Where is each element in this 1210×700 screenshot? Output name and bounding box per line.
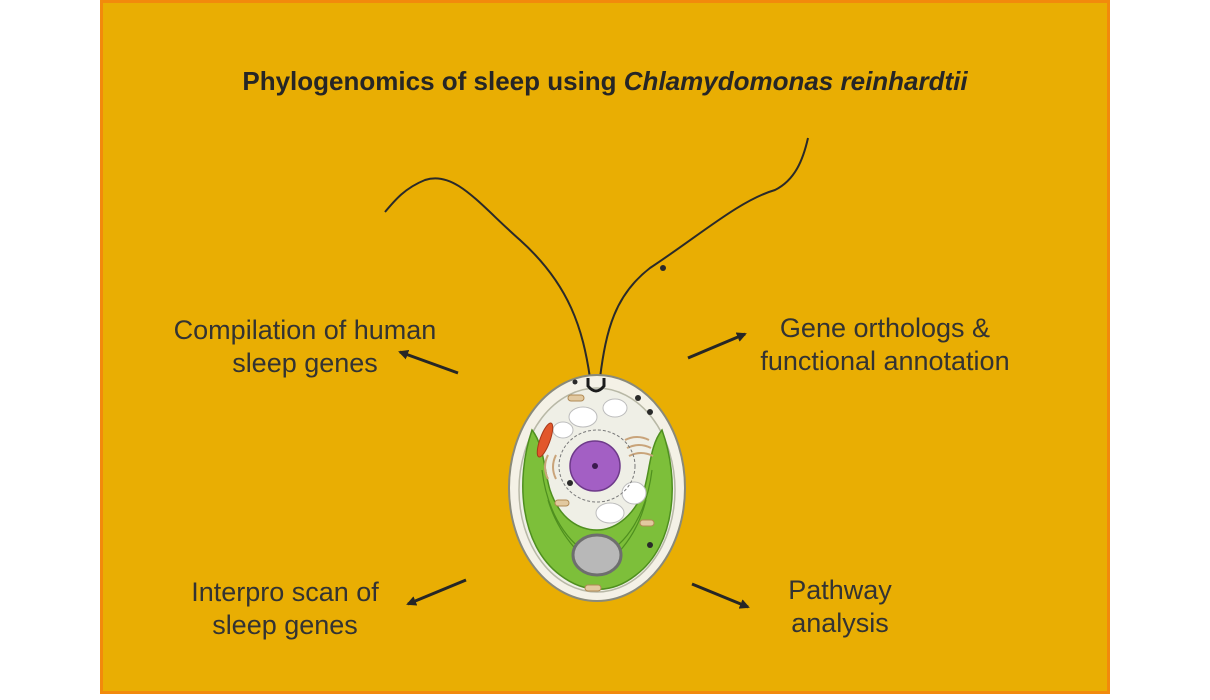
label-top-left: Compilation of human sleep genes [150,314,460,380]
arrow-top-right [687,332,747,360]
diagram-title: Phylogenomics of sleep using Chlamydomon… [0,66,1210,97]
mitochondrion [554,499,570,507]
title-species: Chlamydomonas reinhardtii [623,66,968,96]
granule [567,480,573,486]
label-top-right: Gene orthologs & functional annotation [735,312,1035,378]
title-text: Phylogenomics of sleep using [242,66,624,96]
vacuole [602,398,628,418]
flagellum-marker [660,265,666,271]
label-line: analysis [791,608,889,638]
label-line: Compilation of human [173,315,437,345]
chloroplast [522,428,673,590]
granule [572,379,578,385]
right-flagellum [599,137,809,379]
label-line: Gene orthologs & [779,313,991,343]
eyespot [536,422,554,458]
vacuole [552,421,574,439]
left-flagellum [384,177,591,379]
label-line: sleep genes [232,348,378,378]
arrow-bottom-left [406,578,467,606]
golgi [544,454,557,480]
arrow-top-left [398,350,459,375]
granule [635,395,641,401]
endoplasmic-reticulum [558,429,636,503]
mitochondrion [639,519,655,527]
label-bottom-right: Pathway analysis [765,574,915,640]
label-line: functional annotation [760,346,1010,376]
label-line: Interpro scan of [191,577,379,607]
arrow-bottom-right [691,582,750,609]
nucleolus [592,463,598,469]
vacuole [595,502,625,524]
mitochondrion [567,394,585,402]
granule [647,542,653,548]
mitochondrion [584,584,602,592]
label-line: sleep genes [212,610,358,640]
label-line: Pathway [788,575,892,605]
label-bottom-left: Interpro scan of sleep genes [170,576,400,642]
vacuole [568,406,598,428]
pyrenoid [571,533,623,577]
basal-body [586,378,606,393]
granule [647,409,653,415]
vacuole [621,481,647,505]
